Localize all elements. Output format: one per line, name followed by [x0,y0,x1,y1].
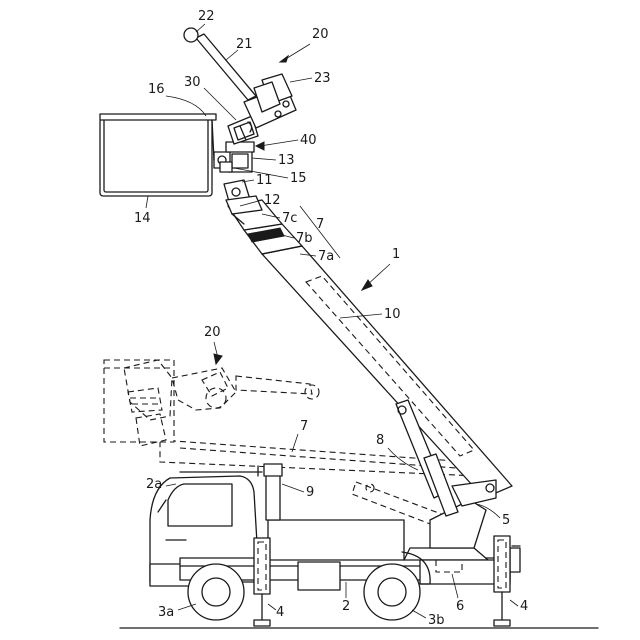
label-20-top: 20 [312,27,329,42]
label-16: 16 [148,82,165,97]
work-basket-14 [100,114,216,196]
label-3a: 3a [158,605,174,620]
label-14: 14 [134,211,151,226]
label-4-right: 4 [520,599,528,614]
label-2a: 2a [146,477,162,492]
label-8: 8 [376,433,384,448]
label-15: 15 [290,171,307,186]
label-7b: 7b [296,231,313,246]
label-7a: 7a [318,249,334,264]
label-22: 22 [198,9,215,24]
label-23: 23 [314,71,331,86]
label-7-mid: 7 [300,419,308,434]
outrigger-left-4 [254,538,270,626]
label-21: 21 [236,37,253,52]
label-2: 2 [342,599,350,614]
support-post-9 [264,464,282,520]
label-12: 12 [264,193,281,208]
label-40: 40 [300,133,317,148]
label-10: 10 [384,307,401,322]
label-6: 6 [456,599,464,614]
label-30: 30 [184,75,201,90]
label-9: 9 [306,485,314,500]
label-3b: 3b [428,613,445,628]
front-wheel-3a [188,564,244,620]
label-7-top: 7 [316,217,324,232]
outrigger-right-4 [494,536,510,626]
label-1: 1 [392,247,400,262]
label-13: 13 [278,153,295,168]
label-5: 5 [502,513,510,528]
rear-wheel-3b [364,564,420,620]
label-4-left: 4 [276,605,284,620]
label-20-mid: 20 [204,325,221,340]
label-11: 11 [256,173,273,188]
label-7c: 7c [282,211,297,226]
